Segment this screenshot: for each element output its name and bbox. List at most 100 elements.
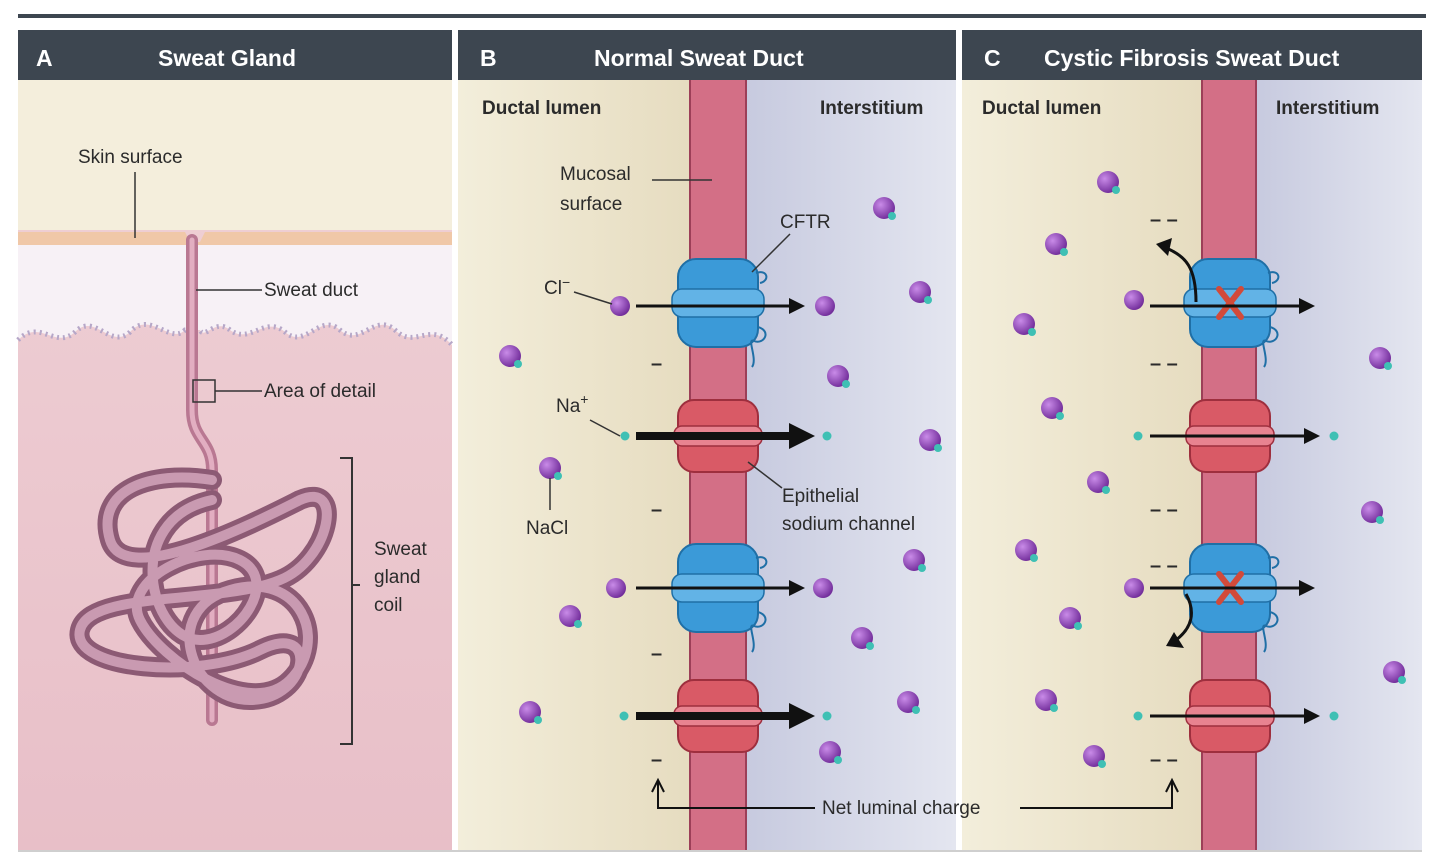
panel-c-letter: C: [984, 45, 1001, 71]
sodium-ion-icon: [822, 711, 832, 721]
charge-c-4: – –: [1150, 555, 1178, 577]
skin-surface-layer: [18, 232, 452, 245]
nacl-label: NaCl: [526, 518, 568, 539]
chloride-ion-icon: [813, 578, 833, 598]
cftr-channel-b-1: [671, 258, 768, 368]
net-luminal-charge-connector: Net luminal charge: [651, 777, 1179, 819]
chloride-ion-icon: [1369, 347, 1392, 370]
blocked-chloride-arrow: [1150, 580, 1315, 596]
skin-surface-label: Skin surface: [78, 147, 183, 168]
panel-headers: A Sweat Gland B Normal Sweat Duct C Cyst…: [18, 30, 1422, 80]
chloride-ion-icon: [606, 578, 626, 598]
basal-layer: [16, 322, 454, 347]
sodium-ion-icon: [620, 431, 630, 441]
sweat-duct-label: Sweat duct: [264, 280, 359, 301]
panel-b: Ductal lumen Interstitium Mucosal surfac…: [458, 80, 956, 850]
ductal-lumen-region-c: [962, 80, 1202, 850]
sodium-ion-icon: [822, 431, 832, 441]
chloride-ion-icon: [1083, 745, 1106, 768]
chloride-flow-arrow: [636, 580, 805, 596]
charge-c-1: – –: [1150, 209, 1178, 231]
sodium-ion-icon: [1329, 431, 1339, 441]
charge-b-1: –: [651, 353, 662, 375]
top-rule: [18, 14, 1426, 18]
ductal-lumen-label-c: Ductal lumen: [982, 98, 1101, 119]
mucosal-label-1: Mucosal: [560, 164, 631, 185]
chloride-ion-icon: [519, 701, 542, 724]
chloride-ion-icon: [1041, 397, 1064, 420]
chloride-ion-icon: [1015, 539, 1038, 562]
chloride-ion-icon: [903, 549, 926, 572]
enac-label-1: Epithelial: [782, 486, 859, 507]
chloride-return-arrow: [1156, 238, 1198, 303]
blocked-chloride-arrow: [1150, 298, 1315, 314]
ductal-lumen-region: [458, 80, 690, 850]
chloride-ion-icon: [1045, 233, 1068, 256]
sodium-flow-arrow: [1150, 708, 1320, 724]
interstitium-region-c: [1256, 80, 1422, 850]
chloride-flow-arrow: [636, 298, 805, 314]
sodium-ion-icon: [1329, 711, 1339, 721]
chloride-ion-icon: [873, 197, 896, 220]
chloride-ion-icon: [1097, 171, 1120, 194]
sky-background: [18, 80, 452, 230]
panel-b-letter: B: [480, 45, 497, 71]
panel-a: Skin surface Sweat duct Area of detail S…: [16, 80, 454, 850]
chloride-ion-icon: [1013, 313, 1036, 336]
panel-c-title: Cystic Fibrosis Sweat Duct: [1044, 45, 1340, 71]
interstitium-label-b: Interstitium: [820, 98, 923, 119]
panel-a-letter: A: [36, 45, 53, 71]
chloride-ion-icon: [1059, 607, 1082, 630]
chloride-ion-icon: [499, 345, 522, 368]
sodium-flow-arrow: [636, 703, 815, 729]
sweat-gland-coil: [69, 467, 337, 711]
chloride-ion-icon: [1383, 661, 1406, 684]
cftr-channel-c-1: [1183, 258, 1280, 368]
ductal-lumen-label-b: Ductal lumen: [482, 98, 601, 119]
chloride-ion-icon: [1035, 689, 1058, 712]
charge-b-2: –: [651, 499, 662, 521]
sodium-ion-icon: [1133, 431, 1143, 441]
chloride-ion-icon: [539, 457, 562, 480]
sodium-flow-arrow: [636, 423, 815, 449]
interstitium-label-c: Interstitium: [1276, 98, 1379, 119]
chloride-ion-icon: [919, 429, 942, 452]
header-c: [962, 30, 1422, 80]
area-of-detail-label: Area of detail: [264, 381, 376, 402]
chloride-ion-icon: [559, 605, 582, 628]
cftr-label: CFTR: [780, 212, 831, 233]
header-b: [458, 30, 956, 80]
sodium-ion-icon: [619, 711, 629, 721]
enac-label-2: sodium channel: [782, 514, 915, 535]
chloride-ion-icon: [897, 691, 920, 714]
coil-label-1: Sweat: [374, 539, 428, 560]
header-a: [18, 30, 452, 80]
epidermis-layer: [18, 245, 452, 345]
coil-label-3: coil: [374, 595, 403, 616]
sodium-label: Na+: [556, 391, 588, 417]
charge-b-4: –: [651, 749, 662, 771]
panel-a-title: Sweat Gland: [158, 45, 296, 71]
chloride-ion-icon: [1087, 471, 1110, 494]
charge-c-3: – –: [1150, 499, 1178, 521]
chloride-ion-icon: [1124, 290, 1144, 310]
coil-label-2: gland: [374, 567, 421, 588]
charge-c-5: – –: [1150, 749, 1178, 771]
sodium-flow-arrow: [1150, 428, 1320, 444]
net-luminal-charge-label: Net luminal charge: [822, 798, 980, 819]
charge-c-2: – –: [1150, 353, 1178, 375]
chloride-ion-icon: [610, 296, 630, 316]
charge-b-3: –: [651, 643, 662, 665]
chloride-ion-icon: [909, 281, 932, 304]
panel-c: Ductal lumen Interstitium – – – – – – – …: [962, 80, 1422, 850]
panel-b-title: Normal Sweat Duct: [594, 45, 804, 71]
sodium-ion-icon: [1133, 711, 1143, 721]
chloride-ion-icon: [851, 627, 874, 650]
blocked-x-icon: [1216, 286, 1244, 320]
chloride-ion-icon: [1361, 501, 1384, 524]
chloride-ion-icon: [1124, 578, 1144, 598]
chloride-ion-icon: [827, 365, 850, 388]
interstitium-region: [746, 80, 956, 850]
chloride-return-arrow: [1166, 593, 1193, 648]
